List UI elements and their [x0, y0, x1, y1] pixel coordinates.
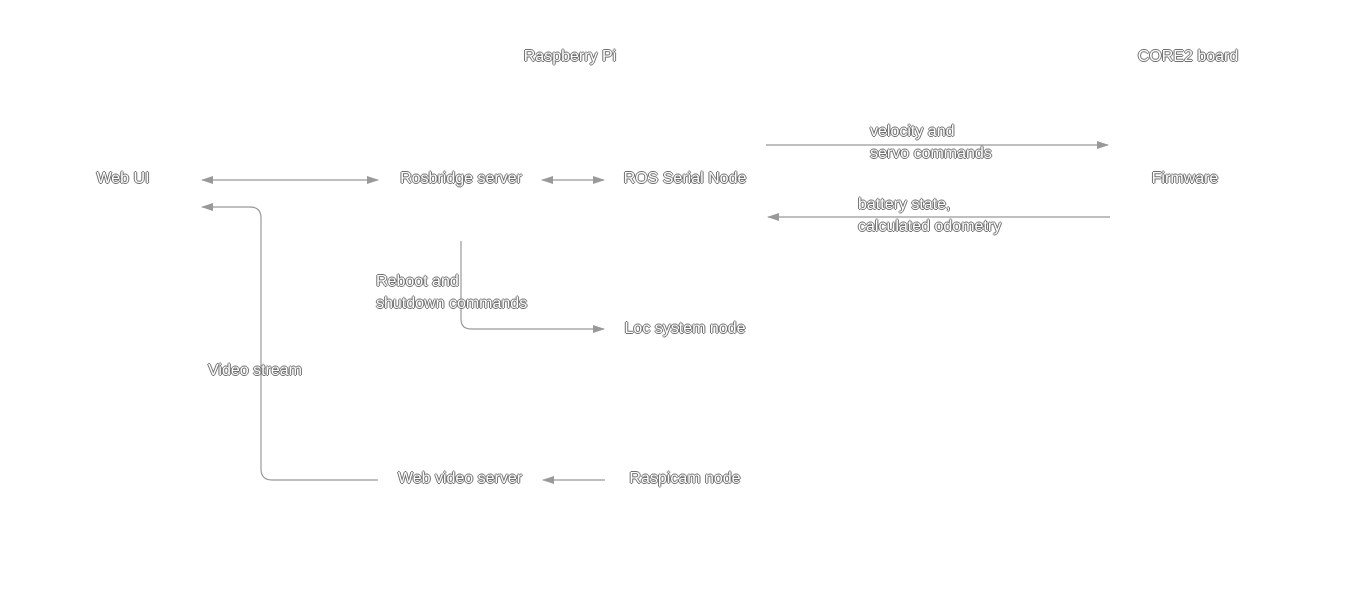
group-label-core2-board: CORE2 board [1137, 48, 1239, 65]
node-web-video-server: Web video server [397, 470, 523, 487]
edge-label-reboot-line2: shutdown commands [376, 295, 528, 312]
edge-label-battery-line1: battery state, [858, 196, 951, 213]
node-firmware: Firmware [1151, 170, 1219, 187]
edge-label-velocity: velocity and servo commands [870, 121, 992, 165]
edge-label-battery-line2: calculated odometry [858, 218, 1002, 235]
node-raspicam: Raspicam node [629, 470, 741, 487]
edge-label-velocity-line2: servo commands [870, 145, 992, 162]
node-loc-system: Loc system node [624, 320, 746, 337]
edge-label-reboot: Reboot and shutdown commands [376, 271, 527, 315]
node-web-ui: Web UI [96, 170, 150, 187]
node-rosbridge-server: Rosbridge server [400, 170, 522, 187]
video-stream-arrow [201, 203, 378, 481]
group-label-raspberry-pi: Raspberry Pi [523, 48, 617, 65]
reboot-shutdown-arrow [460, 241, 605, 333]
edge-label-reboot-line1: Reboot and [376, 273, 459, 290]
edge-label-velocity-line1: velocity and [870, 123, 955, 140]
node-ros-serial: ROS Serial Node [623, 170, 747, 187]
edge-label-video-stream: Video stream [208, 362, 302, 379]
edge-label-battery: battery state, calculated odometry [858, 194, 1001, 238]
